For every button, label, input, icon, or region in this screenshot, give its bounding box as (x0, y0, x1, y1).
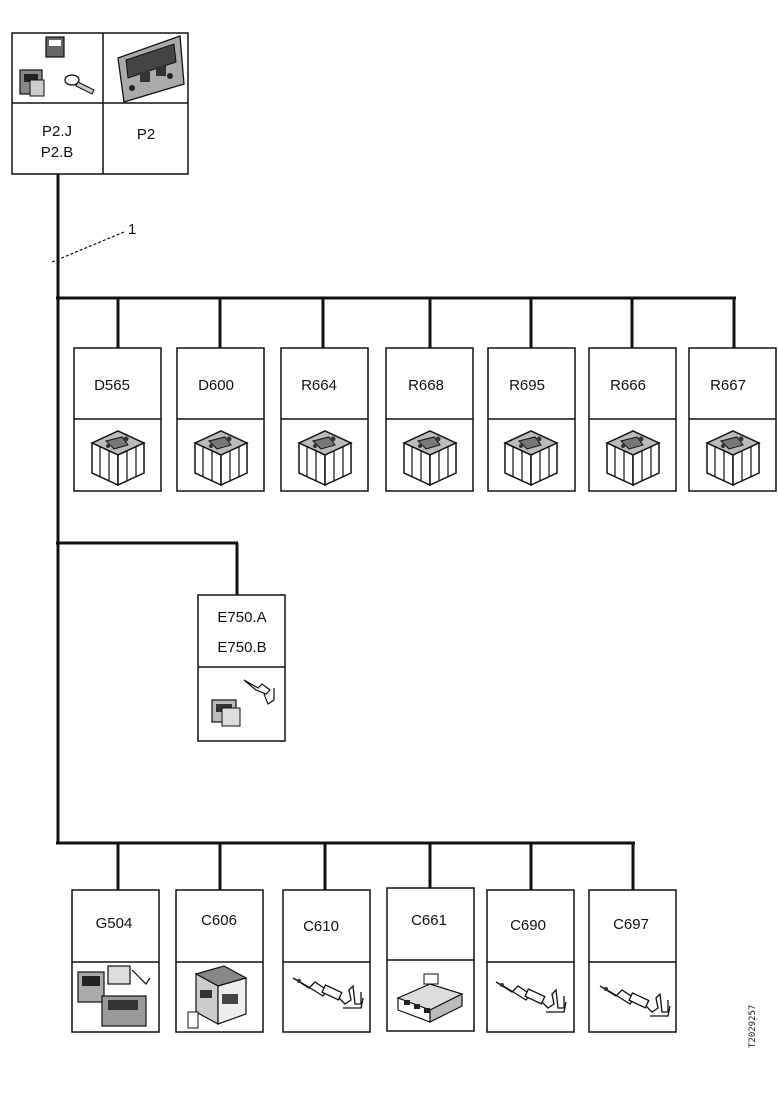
relay-label: R666 (610, 377, 646, 394)
relay-icon (403, 430, 457, 486)
wire-callout-number: 1 (128, 221, 136, 238)
relay-box-d600: D600 (176, 347, 265, 492)
e750-connector-box: E750.A E750.B (197, 594, 286, 742)
relay-icon (606, 430, 660, 486)
relay-icon (298, 430, 352, 486)
source-connector-box: P2.J P2.B P2 (11, 32, 189, 175)
relay-icon (706, 430, 760, 486)
relay-label: R668 (408, 377, 444, 394)
connector-block-icon (187, 965, 248, 1029)
source-label-p2b: P2.B (41, 144, 74, 161)
source-label-p2: P2 (137, 126, 155, 143)
wire-callout: 1 (51, 221, 136, 263)
relay-box-r695: R695 (487, 347, 576, 492)
harness-wires (56, 174, 736, 890)
connector-label: C690 (510, 917, 546, 934)
connector-label: C697 (613, 916, 649, 933)
connector-set-icon (19, 36, 95, 97)
source-label-p2j: P2.J (42, 123, 72, 140)
connector-label: C661 (411, 912, 447, 929)
relay-box-d565: D565 (73, 347, 162, 492)
connector-box-c606: C606 (175, 889, 264, 1033)
relay-label: R667 (710, 377, 746, 394)
relay-row: D565 D600 R664 R668 R695 (73, 347, 777, 492)
relay-label: D600 (198, 377, 234, 394)
plug-icon (396, 973, 464, 1023)
connector-box-c697: C697 (588, 889, 677, 1033)
connector-box-c610: C610 (282, 889, 371, 1033)
figure-id: T2029257 (748, 1004, 758, 1048)
connector-box-c690: C690 (486, 889, 575, 1033)
connector-label: G504 (96, 915, 133, 932)
connector-box-g504: G504 (71, 889, 160, 1033)
relay-box-r668: R668 (385, 347, 474, 492)
e750a-label: E750.A (217, 609, 266, 626)
relay-label: R664 (301, 377, 337, 394)
relay-box-r667: R667 (688, 347, 777, 492)
connector-label: C606 (201, 912, 237, 929)
relay-box-r664: R664 (280, 347, 369, 492)
relay-label: R695 (509, 377, 545, 394)
relay-icon (194, 430, 248, 486)
connector-terminal-icon (211, 679, 275, 727)
connector-box-c661: C661 (386, 887, 475, 1032)
connector-label: C610 (303, 918, 339, 935)
relay-icon (91, 430, 145, 486)
control-unit-icon (117, 35, 185, 103)
connector-row: G504 C606 (71, 887, 677, 1033)
e750b-label: E750.B (217, 639, 266, 656)
relay-box-r666: R666 (588, 347, 677, 492)
relay-icon (504, 430, 558, 486)
connector-pair-icon (77, 965, 151, 1027)
relay-label: D565 (94, 377, 130, 394)
